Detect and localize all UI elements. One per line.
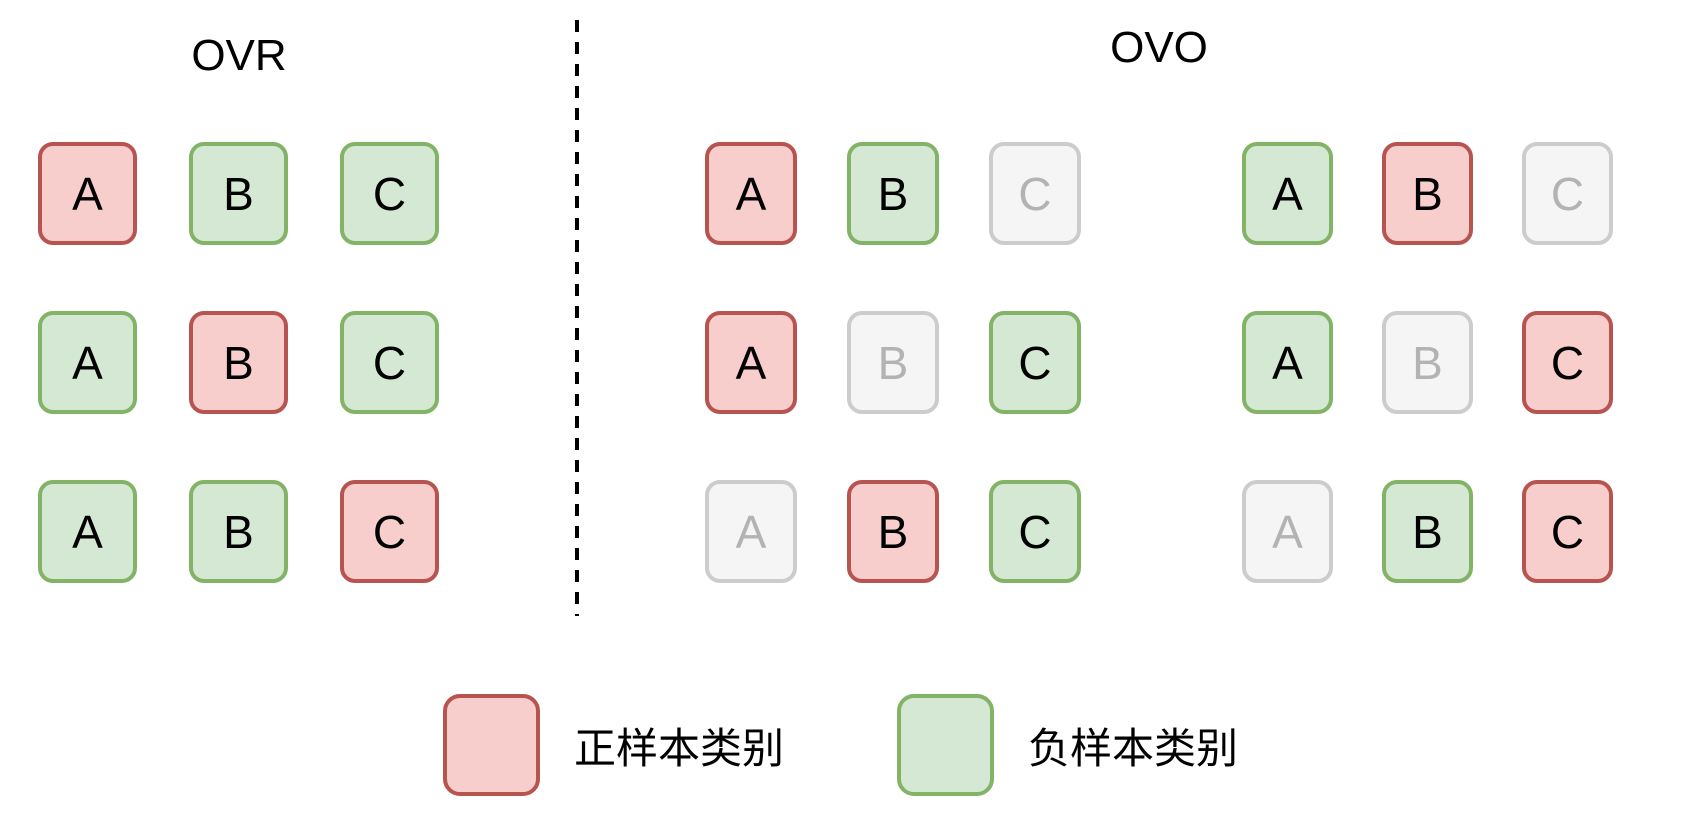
class-box-b-negative: B xyxy=(847,142,939,245)
class-box-label: A xyxy=(72,505,103,558)
class-box-b-negative: B xyxy=(189,480,288,583)
class-box-label: A xyxy=(1272,167,1303,220)
class-box-c-positive: C xyxy=(1522,480,1613,583)
class-box-a-positive: A xyxy=(705,142,797,245)
class-box-c-excluded: C xyxy=(1522,142,1613,245)
class-box-label: B xyxy=(223,167,254,220)
class-box-c-negative: C xyxy=(340,142,439,245)
class-box-b-negative: B xyxy=(1382,480,1473,583)
class-box-c-negative: C xyxy=(989,311,1081,414)
class-box-label: A xyxy=(1272,336,1303,389)
class-box-label: B xyxy=(877,336,909,389)
class-box-b-positive: B xyxy=(1382,142,1473,245)
class-box-label: A xyxy=(735,505,767,558)
class-box-c-excluded: C xyxy=(989,142,1081,245)
class-box-label: B xyxy=(223,336,254,389)
legend-label-positive: 正样本类别 xyxy=(574,724,785,772)
ovo-classifier-grid-left: A B C A B C A B C xyxy=(705,142,1081,583)
class-box-label: A xyxy=(735,336,767,389)
class-box-a-negative: A xyxy=(38,480,137,583)
class-box-label: C xyxy=(1018,505,1052,558)
ovo-classifier-grid-right: A B C A B C A B C xyxy=(1242,142,1613,583)
class-box-b-excluded: B xyxy=(1382,311,1473,414)
class-box-label: C xyxy=(372,167,407,220)
class-box-c-positive: C xyxy=(340,480,439,583)
class-box-label: C xyxy=(372,336,407,389)
class-box-label: A xyxy=(735,167,767,220)
legend-label-negative: 负样本类别 xyxy=(1028,724,1239,772)
class-box-c-negative: C xyxy=(989,480,1081,583)
class-box-c-negative: C xyxy=(340,311,439,414)
class-box-label: B xyxy=(1412,167,1443,220)
class-box-c-positive: C xyxy=(1522,311,1613,414)
class-box-label: C xyxy=(1550,336,1585,389)
ovo-section-title: OVO xyxy=(1110,23,1208,72)
class-box-label: A xyxy=(72,336,103,389)
ovr-classifier-grid: A B C A B C A B C xyxy=(38,142,439,583)
legend-swatch-positive xyxy=(443,694,540,796)
class-box-label: A xyxy=(72,167,103,220)
class-box-label: A xyxy=(1272,505,1303,558)
class-box-label: C xyxy=(1550,505,1585,558)
class-box-label: C xyxy=(1550,167,1585,220)
class-box-label: B xyxy=(223,505,254,558)
class-box-label: B xyxy=(1412,505,1443,558)
class-box-b-positive: B xyxy=(847,480,939,583)
dashed-divider-line xyxy=(575,20,579,616)
class-box-a-positive: A xyxy=(705,311,797,414)
class-box-a-negative: A xyxy=(38,311,137,414)
class-box-a-excluded: A xyxy=(1242,480,1333,583)
class-box-b-excluded: B xyxy=(847,311,939,414)
legend-item-negative: 负样本类别 xyxy=(897,694,1238,796)
class-box-label: C xyxy=(1018,167,1052,220)
class-box-label: B xyxy=(877,167,909,220)
class-box-label: C xyxy=(372,505,407,558)
class-box-a-excluded: A xyxy=(705,480,797,583)
class-box-a-negative: A xyxy=(1242,311,1333,414)
ovr-section-title: OVR xyxy=(191,31,287,80)
class-box-label: B xyxy=(877,505,909,558)
class-box-label: C xyxy=(1018,336,1052,389)
legend-swatch-negative xyxy=(897,694,994,796)
class-box-b-positive: B xyxy=(189,311,288,414)
class-box-b-negative: B xyxy=(189,142,288,245)
class-box-a-negative: A xyxy=(1242,142,1333,245)
class-box-a-positive: A xyxy=(38,142,137,245)
class-box-label: B xyxy=(1412,336,1443,389)
legend-item-positive: 正样本类别 xyxy=(443,694,784,796)
